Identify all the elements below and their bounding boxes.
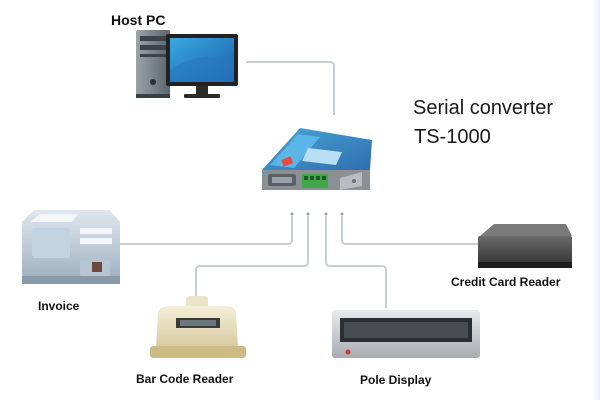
barcode-reader-device [150,296,246,358]
host-pc-label: Host PC [111,12,166,28]
pole-display-device [332,310,480,358]
line-host-converter [246,61,335,115]
line-converter-invoice [120,216,293,245]
credit-card-reader-label: Credit Card Reader [451,275,561,289]
credit-card-reader-device [478,224,572,268]
serial-converter-device [262,128,372,190]
converter-name-label: Serial converter [413,97,554,119]
invoice-device [22,210,120,284]
converter-model-label: TS-1000 [414,126,491,148]
line-converter-pole [325,216,387,308]
pc-monitor [166,34,238,98]
barcode-reader-label: Bar Code Reader [136,372,234,386]
invoice-label: Invoice [38,299,80,313]
converter-ports [290,212,344,216]
pole-display-label: Pole Display [360,373,432,387]
right-edge-shading [592,0,600,400]
host-pc [136,30,238,98]
line-converter-card [341,216,478,245]
connection-lines [120,61,478,308]
line-converter-barcode [195,216,309,298]
pc-tower [136,30,170,98]
